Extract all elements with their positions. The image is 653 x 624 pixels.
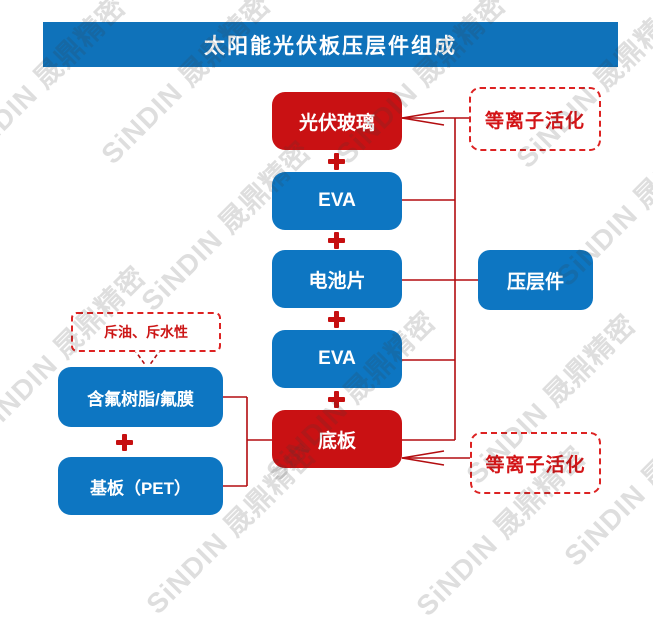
layer-label: EVA — [318, 190, 356, 211]
plus-icon — [328, 232, 345, 249]
layer-label: EVA — [318, 348, 356, 369]
line-left-branch-to-backsheet — [223, 396, 272, 487]
callout-label: 等离子活化 — [485, 454, 586, 476]
layer-label: 电池片 — [308, 270, 366, 292]
layer-box-pv-glass: 光伏玻璃 — [272, 92, 402, 150]
page-title: 太阳能光伏板压层件组成 — [204, 34, 457, 58]
box-pet-substrate: 基板（PET） — [58, 457, 223, 515]
layer-box-eva-1: EVA — [272, 172, 402, 230]
layer-box-backsheet: 底板 — [272, 410, 402, 468]
plus-icon — [328, 311, 345, 328]
callout-oil-water-repellent: 斥油、斥水性 — [71, 312, 221, 352]
box-label: 压层件 — [506, 271, 564, 293]
box-label: 基板（PET） — [89, 478, 192, 498]
layer-label: 光伏玻璃 — [298, 112, 375, 134]
layer-box-eva-2: EVA — [272, 330, 402, 388]
callout-plasma-activation-bottom: 等离子活化 — [470, 432, 601, 494]
plus-icon — [328, 153, 345, 170]
arrowhead-glass — [401, 110, 445, 126]
box-fluoro-resin-film: 含氟树脂/氟膜 — [58, 367, 223, 427]
callout-label: 等离子活化 — [484, 110, 585, 132]
box-label: 含氟树脂/氟膜 — [87, 389, 194, 409]
plus-icon — [116, 434, 133, 451]
callout-plasma-activation-top: 等离子活化 — [469, 87, 601, 151]
box-laminate: 压层件 — [478, 250, 593, 310]
arrowhead-backsheet — [401, 450, 445, 466]
plus-icon — [328, 391, 345, 408]
layer-label: 底板 — [317, 430, 356, 452]
callout-label: 斥油、斥水性 — [104, 324, 188, 340]
title-bar: 太阳能光伏板压层件组成 — [43, 22, 618, 67]
layer-box-cell: 电池片 — [272, 250, 402, 308]
